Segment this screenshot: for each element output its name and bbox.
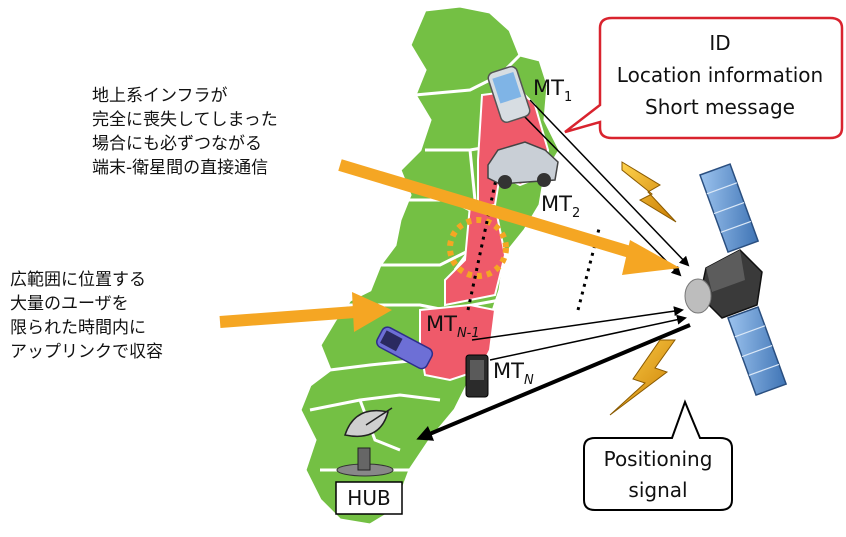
- boundary-line: [309, 393, 441, 412]
- mtn1-label: MTN-1: [426, 312, 480, 341]
- mtn-label: MTN: [493, 359, 534, 388]
- hub-label: HUB: [347, 486, 390, 510]
- satellite-icon: [684, 163, 788, 397]
- hub-box: HUB: [335, 481, 403, 515]
- callout-top-line: Location information: [617, 63, 823, 87]
- callout-bottom-line: Positioning: [604, 447, 713, 471]
- callout-top-line: ID: [709, 31, 730, 55]
- callout-top-line: Short message: [645, 95, 795, 119]
- annotation-left-line: 大量のユーザを: [10, 294, 129, 314]
- boundary-line: [380, 248, 471, 267]
- annotation-left-line: 広範囲に位置する: [10, 270, 146, 290]
- phone-icon: [487, 65, 531, 123]
- dish-antenna-icon: [336, 407, 394, 477]
- annotation-left: 広範囲に位置する 大量のユーザを 限られた時間内に アップリンクで収容: [10, 270, 163, 362]
- lightning-bolt-icon: [621, 161, 677, 223]
- callout-top: ID Location information Short message: [564, 16, 844, 140]
- callout-bottom: Positioning signal: [583, 399, 733, 511]
- annotation-left-line: アップリンクで収容: [10, 342, 163, 362]
- terminal-labels: MT1 MT2 MTN-1 MTN: [426, 76, 580, 388]
- annotation-top-line: 完全に喪失してしまった: [92, 110, 278, 130]
- mt2-label: MT2: [541, 192, 580, 221]
- infrastructure-loss-burst: [447, 217, 509, 279]
- callout-bottom-line: signal: [628, 478, 687, 502]
- annotation-top: 地上系インフラが 完全に喪失してしまった 場合にも必ずつながる 端末-衛星間の直…: [92, 86, 278, 178]
- boundary-line: [414, 53, 522, 97]
- boundary-line: [329, 358, 421, 372]
- car-icon: [487, 141, 559, 189]
- phone-icon: [465, 354, 489, 398]
- phone-icon: [376, 326, 434, 370]
- annotation-top-line: 地上系インフラが: [92, 86, 228, 106]
- lightning-bolt-icon: [609, 339, 676, 416]
- annotation-arrows: [219, 159, 680, 332]
- annotation-top-line: 端末-衛星間の直接通信: [92, 158, 268, 178]
- annotation-left-line: 限られた時間内に: [10, 318, 146, 338]
- mt1-label: MT1: [533, 76, 572, 105]
- annotation-top-line: 場合にも必ずつながる: [92, 134, 262, 154]
